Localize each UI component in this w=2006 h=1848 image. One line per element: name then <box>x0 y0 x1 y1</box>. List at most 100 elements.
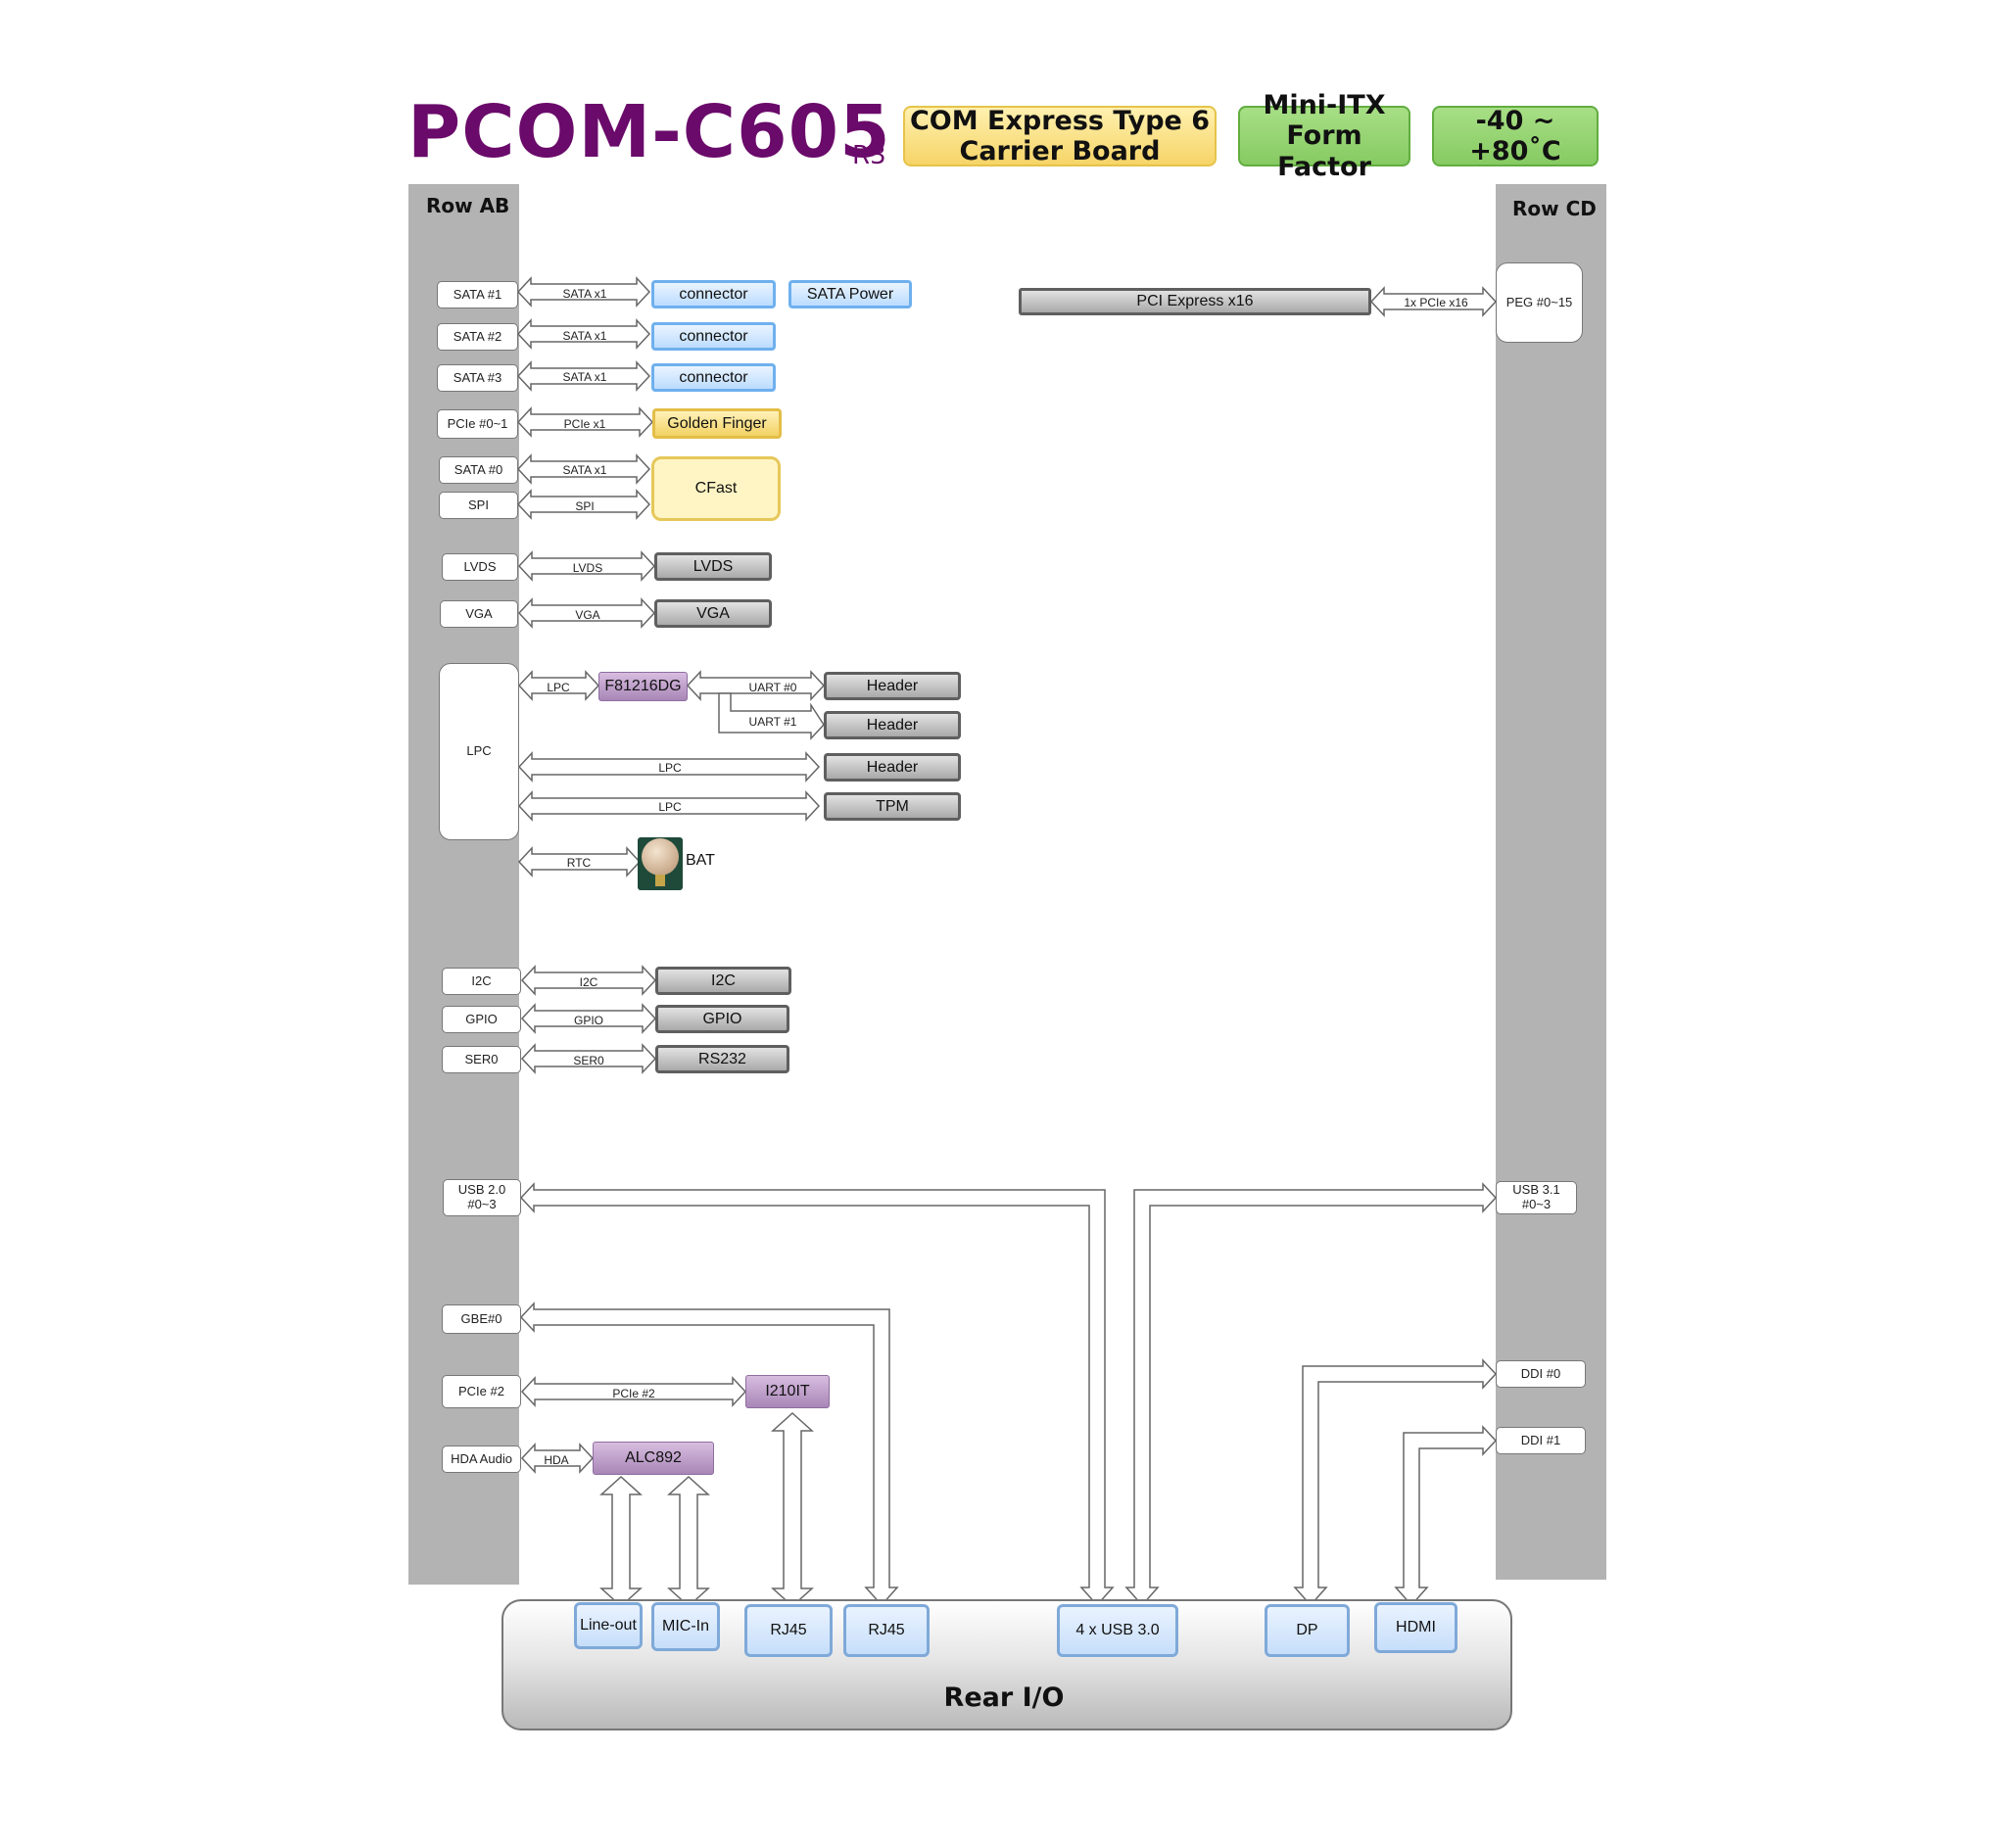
pin-gpio: GPIO <box>442 1006 521 1033</box>
tag-line: -40 ~ +80˚C <box>1469 105 1561 166</box>
link-arrow-sata1 <box>516 276 651 308</box>
pin-line: #0~3 <box>467 1197 497 1211</box>
coin-cell-icon <box>642 838 679 876</box>
link-arrow-sata0 <box>516 453 651 485</box>
pin-ser0: SER0 <box>442 1046 521 1073</box>
battery-tab-icon <box>655 875 665 886</box>
link-label-spi: SPI <box>575 499 595 513</box>
port-dp: DP <box>1265 1604 1350 1657</box>
link-label-lpc-tpm: LPC <box>658 800 682 814</box>
pin-usb20: USB 2.0#0~3 <box>443 1179 521 1216</box>
link-arrow-ddi0 <box>1293 1358 1498 1607</box>
link-arrow-micin <box>667 1475 710 1608</box>
link-arrow-sata3 <box>516 360 651 392</box>
pin-line: USB 3.1 <box>1512 1182 1560 1198</box>
pin-pcie01: PCIe #0~1 <box>437 409 518 439</box>
device-sata-power: SATA Power <box>788 280 912 308</box>
device-gpio: GPIO <box>655 1005 789 1033</box>
pin-sata2: SATA #2 <box>437 323 518 351</box>
row-cd-label: Row CD <box>1512 197 1597 220</box>
device-golden-finger: Golden Finger <box>652 408 782 439</box>
pin-i2c: I2C <box>442 968 521 995</box>
pin-lvds: LVDS <box>442 553 518 581</box>
link-label-sata0: SATA x1 <box>562 463 607 477</box>
link-label-sata1: SATA x1 <box>562 287 607 301</box>
link-label-uart0: UART #0 <box>748 681 797 694</box>
device-vga: VGA <box>654 599 772 628</box>
device-bat-label: BAT <box>686 852 715 869</box>
link-label-rtc: RTC <box>566 856 592 870</box>
board-title: PCOM-C605 <box>407 90 891 174</box>
device-i210it: I210IT <box>745 1375 830 1408</box>
pin-hda-audio: HDA Audio <box>442 1445 521 1473</box>
device-connector-2: connector <box>651 322 776 351</box>
link-arrow-lpc-header <box>517 751 821 782</box>
device-tpm: TPM <box>824 792 961 821</box>
link-label-sata2: SATA x1 <box>562 329 607 343</box>
pin-pcie2: PCIe #2 <box>442 1375 521 1408</box>
link-label-i2c: I2C <box>579 975 598 989</box>
row-cd-column <box>1496 184 1606 1580</box>
pin-ddi1: DDI #1 <box>1496 1427 1586 1454</box>
link-label-lpc-sio: LPC <box>547 681 570 694</box>
link-label-pcie01: PCIe x1 <box>563 417 606 431</box>
link-arrow-ddi1 <box>1394 1425 1498 1607</box>
revision-label: R3 <box>852 141 886 170</box>
row-ab-label: Row AB <box>426 194 510 217</box>
pin-vga: VGA <box>440 600 518 628</box>
port-line-out: Line-out <box>574 1602 643 1649</box>
link-label-hda: HDA <box>544 1453 569 1467</box>
link-label-peg: 1x PCIe x16 <box>1404 296 1468 309</box>
port-usb30: 4 x USB 3.0 <box>1057 1604 1178 1657</box>
tag-line: COM Express Type 6 <box>909 105 1211 136</box>
port-rj45-1: RJ45 <box>744 1604 833 1657</box>
link-label-ser0: SER0 <box>573 1054 604 1067</box>
link-label-gpio: GPIO <box>573 1014 604 1027</box>
pin-usb31: USB 3.1#0~3 <box>1496 1181 1577 1214</box>
pin-sata3: SATA #3 <box>437 364 518 392</box>
port-hdmi: HDMI <box>1374 1602 1457 1653</box>
tag-temperature: -40 ~ +80˚C <box>1432 106 1599 166</box>
link-arrow-uart1 <box>718 692 825 740</box>
rear-io-title: Rear I/O <box>943 1682 1065 1713</box>
link-label-sata3: SATA x1 <box>562 370 607 384</box>
tag-line: Form Factor <box>1277 120 1371 182</box>
device-header-uart1: Header <box>824 711 961 739</box>
device-pci-express-x16: PCI Express x16 <box>1019 288 1371 315</box>
tag-line: Carrier Board <box>959 136 1161 166</box>
device-header-uart0: Header <box>824 672 961 700</box>
port-rj45-2: RJ45 <box>843 1604 930 1657</box>
link-label-uart1: UART #1 <box>748 715 797 729</box>
device-cfast: CFast <box>651 456 781 521</box>
pin-line: #0~3 <box>1521 1197 1552 1211</box>
device-rs232: RS232 <box>655 1045 789 1073</box>
pin-lpc: LPC <box>439 663 519 840</box>
port-mic-in: MIC-In <box>651 1602 720 1651</box>
tag-line: Mini-ITX <box>1263 90 1386 121</box>
device-header-lpc: Header <box>824 753 961 782</box>
link-arrow-sata2 <box>516 318 651 350</box>
device-superio-f81216dg: F81216DG <box>598 672 688 701</box>
device-connector-3: connector <box>651 363 776 392</box>
link-label-lpc-header: LPC <box>658 761 682 775</box>
device-alc892: ALC892 <box>593 1442 714 1475</box>
device-connector-1: connector <box>651 280 776 308</box>
link-label-lvds: LVDS <box>572 561 603 575</box>
link-label-pcie2: PCIe #2 <box>612 1387 655 1400</box>
pin-sata1: SATA #1 <box>437 281 518 308</box>
device-i2c: I2C <box>655 967 791 995</box>
pin-spi: SPI <box>439 492 518 519</box>
pin-sata0: SATA #0 <box>439 456 518 484</box>
link-arrow-lpc-tpm <box>517 790 821 822</box>
pin-ddi0: DDI #0 <box>1496 1360 1586 1388</box>
link-arrow-i210-rj45 <box>771 1411 814 1608</box>
link-arrow-lineout <box>599 1475 643 1608</box>
link-label-vga: VGA <box>575 608 600 622</box>
device-lvds: LVDS <box>654 552 772 581</box>
pin-peg: PEG #0~15 <box>1496 262 1583 343</box>
pin-gbe0: GBE#0 <box>442 1304 521 1334</box>
